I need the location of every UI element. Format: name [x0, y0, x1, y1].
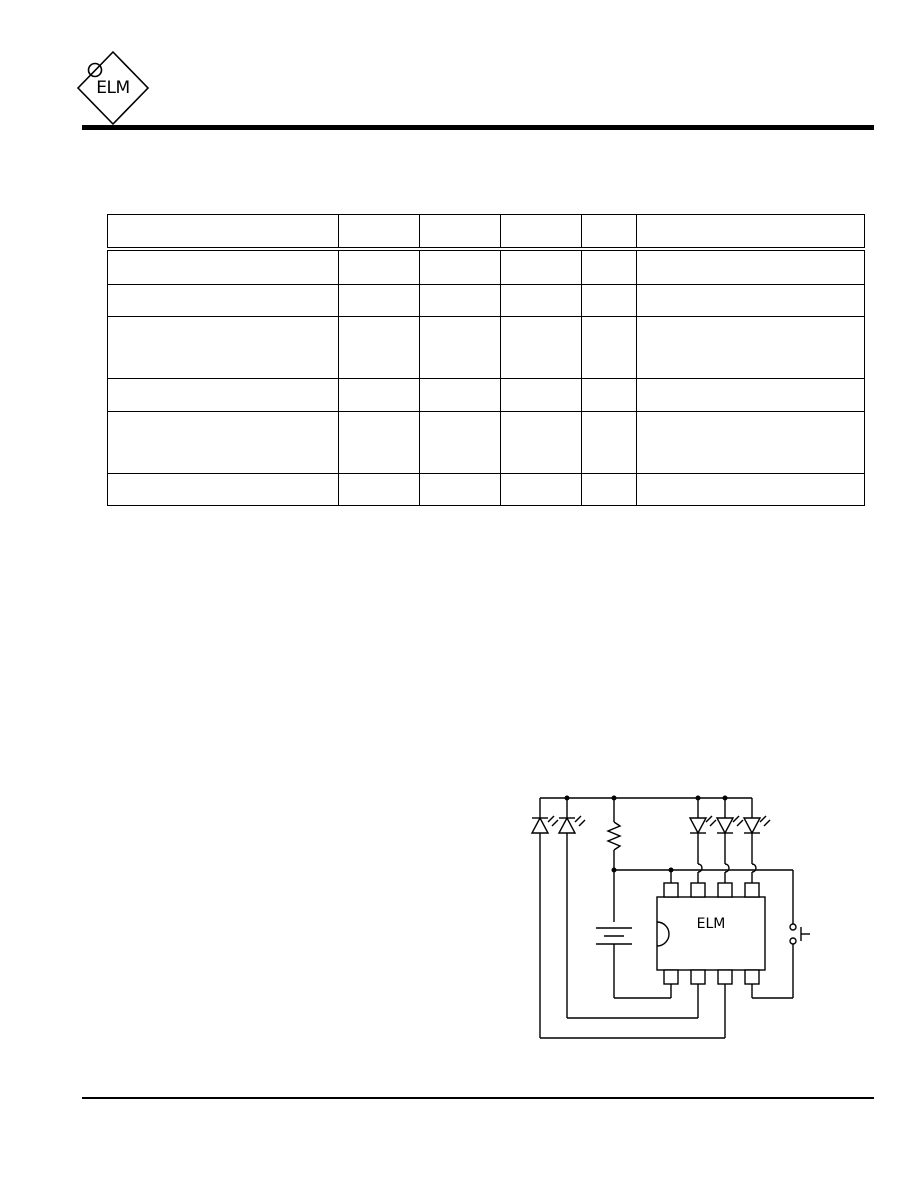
led-5-icon [742, 798, 771, 883]
chip-package-icon [656, 870, 766, 998]
table-header-cell [338, 214, 420, 251]
led-1-icon [530, 798, 559, 1038]
logo-text: ELM [96, 78, 130, 98]
table-cell [581, 248, 637, 285]
table-header-cell [581, 214, 637, 251]
table-cell [636, 472, 865, 506]
table-cell [419, 248, 501, 285]
table-cell [419, 315, 501, 379]
table-cell [419, 283, 501, 317]
table-cell [581, 315, 637, 379]
table-cell [419, 472, 501, 506]
table-row [107, 472, 865, 506]
table-header-cell [500, 214, 582, 251]
table-header-cell [107, 214, 339, 251]
table-cell [581, 377, 637, 412]
push-button-switch-icon [789, 923, 810, 945]
footer-rule [82, 1097, 874, 1099]
table-cell [500, 410, 582, 474]
table-cell [419, 377, 501, 412]
table-cell [636, 410, 865, 474]
chip-label: ELM [697, 916, 726, 932]
table-cell [338, 248, 420, 285]
table-cell [581, 283, 637, 317]
resistor-icon [606, 798, 622, 922]
table-cell [636, 377, 865, 412]
led-2-icon [557, 798, 586, 1018]
table-header-cell [419, 214, 501, 251]
table-cell [636, 283, 865, 317]
table-row [107, 248, 865, 285]
header-rule [82, 125, 874, 130]
table-cell [107, 410, 339, 474]
table-cell [500, 315, 582, 379]
table-cell [338, 410, 420, 474]
table-cell [338, 315, 420, 379]
table-cell [419, 410, 501, 474]
table-cell [107, 283, 339, 317]
elm-logo-diamond-icon [76, 50, 150, 126]
table-cell [500, 472, 582, 506]
table-cell [636, 248, 865, 285]
table-cell [581, 472, 637, 506]
circuit-schematic: ELM [525, 792, 830, 1044]
table-cell [338, 283, 420, 317]
table-cell [500, 377, 582, 412]
table-cell [636, 315, 865, 379]
table-header-row [107, 214, 865, 251]
table-cell [107, 377, 339, 412]
elm-logo: ELM [76, 50, 150, 126]
table-row [107, 410, 865, 474]
spec-table [107, 214, 865, 506]
led-3-icon [688, 798, 717, 883]
table-cell [500, 283, 582, 317]
table-row [107, 283, 865, 317]
table-cell [338, 472, 420, 506]
table-cell [581, 410, 637, 474]
table-cell [107, 248, 339, 285]
table-cell [500, 248, 582, 285]
table-header-cell [636, 214, 865, 251]
battery-icon [596, 927, 671, 999]
table-row [107, 377, 865, 412]
table-cell [107, 315, 339, 379]
led-4-icon [715, 798, 744, 883]
table-cell [338, 377, 420, 412]
table-cell [107, 472, 339, 506]
table-row [107, 315, 865, 379]
